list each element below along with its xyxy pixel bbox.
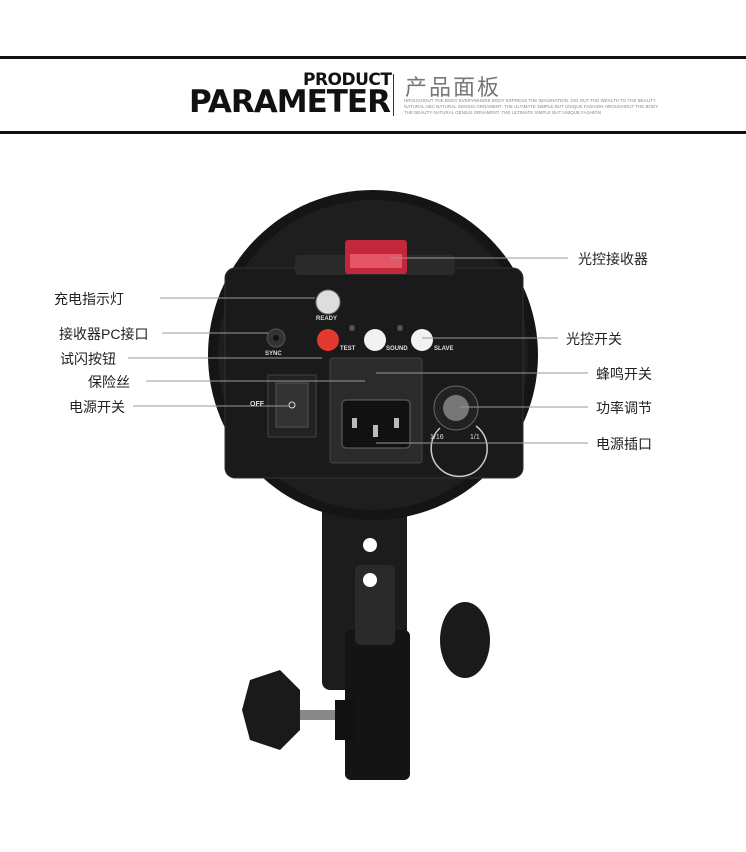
title-divider [393, 74, 394, 116]
lock-knob [242, 670, 300, 750]
slave-label: SLAVE [434, 346, 454, 352]
label-fuse: 保险丝 [88, 374, 130, 390]
test-label: TEST [340, 346, 356, 352]
tilt-knob [440, 602, 490, 678]
label-charge-indicator: 充电指示灯 [54, 291, 124, 307]
fine-print: HROUGHOUT THE BODY EVERYWHERE BODY EXPRE… [404, 98, 659, 115]
label-power-socket: 电源插口 [596, 436, 652, 452]
title-parameter: PARAMETER [189, 84, 391, 120]
off-label: OFF [250, 401, 264, 408]
label-pc-port: 接收器PC接口 [59, 326, 149, 342]
ready-indicator [315, 289, 341, 315]
slave-button[interactable] [411, 329, 433, 351]
dial-min-label: 1/16 [430, 434, 444, 441]
sound-label: SOUND [386, 346, 408, 352]
ready-label: READY [316, 316, 338, 322]
sync-label: SYNC [265, 351, 282, 357]
sound-button[interactable] [364, 329, 386, 351]
label-slave-switch: 光控开关 [566, 331, 622, 347]
title-product: PRODUCT [303, 70, 392, 90]
power-socket[interactable] [341, 399, 411, 449]
label-power-switch: 电源开关 [69, 399, 125, 415]
title-cn: 产品面板 [405, 75, 502, 100]
screw [290, 710, 350, 720]
bottom-rule [0, 131, 746, 134]
test-button[interactable] [317, 329, 339, 351]
label-power-adjust: 功率调节 [596, 400, 652, 416]
label-light-receiver: 光控接收器 [578, 251, 648, 267]
dial-max-label: 1/1 [470, 434, 480, 441]
label-sound-switch: 蜂鸣开关 [596, 366, 652, 382]
top-rule [0, 56, 746, 59]
label-test-button: 试闪按钮 [60, 351, 116, 367]
